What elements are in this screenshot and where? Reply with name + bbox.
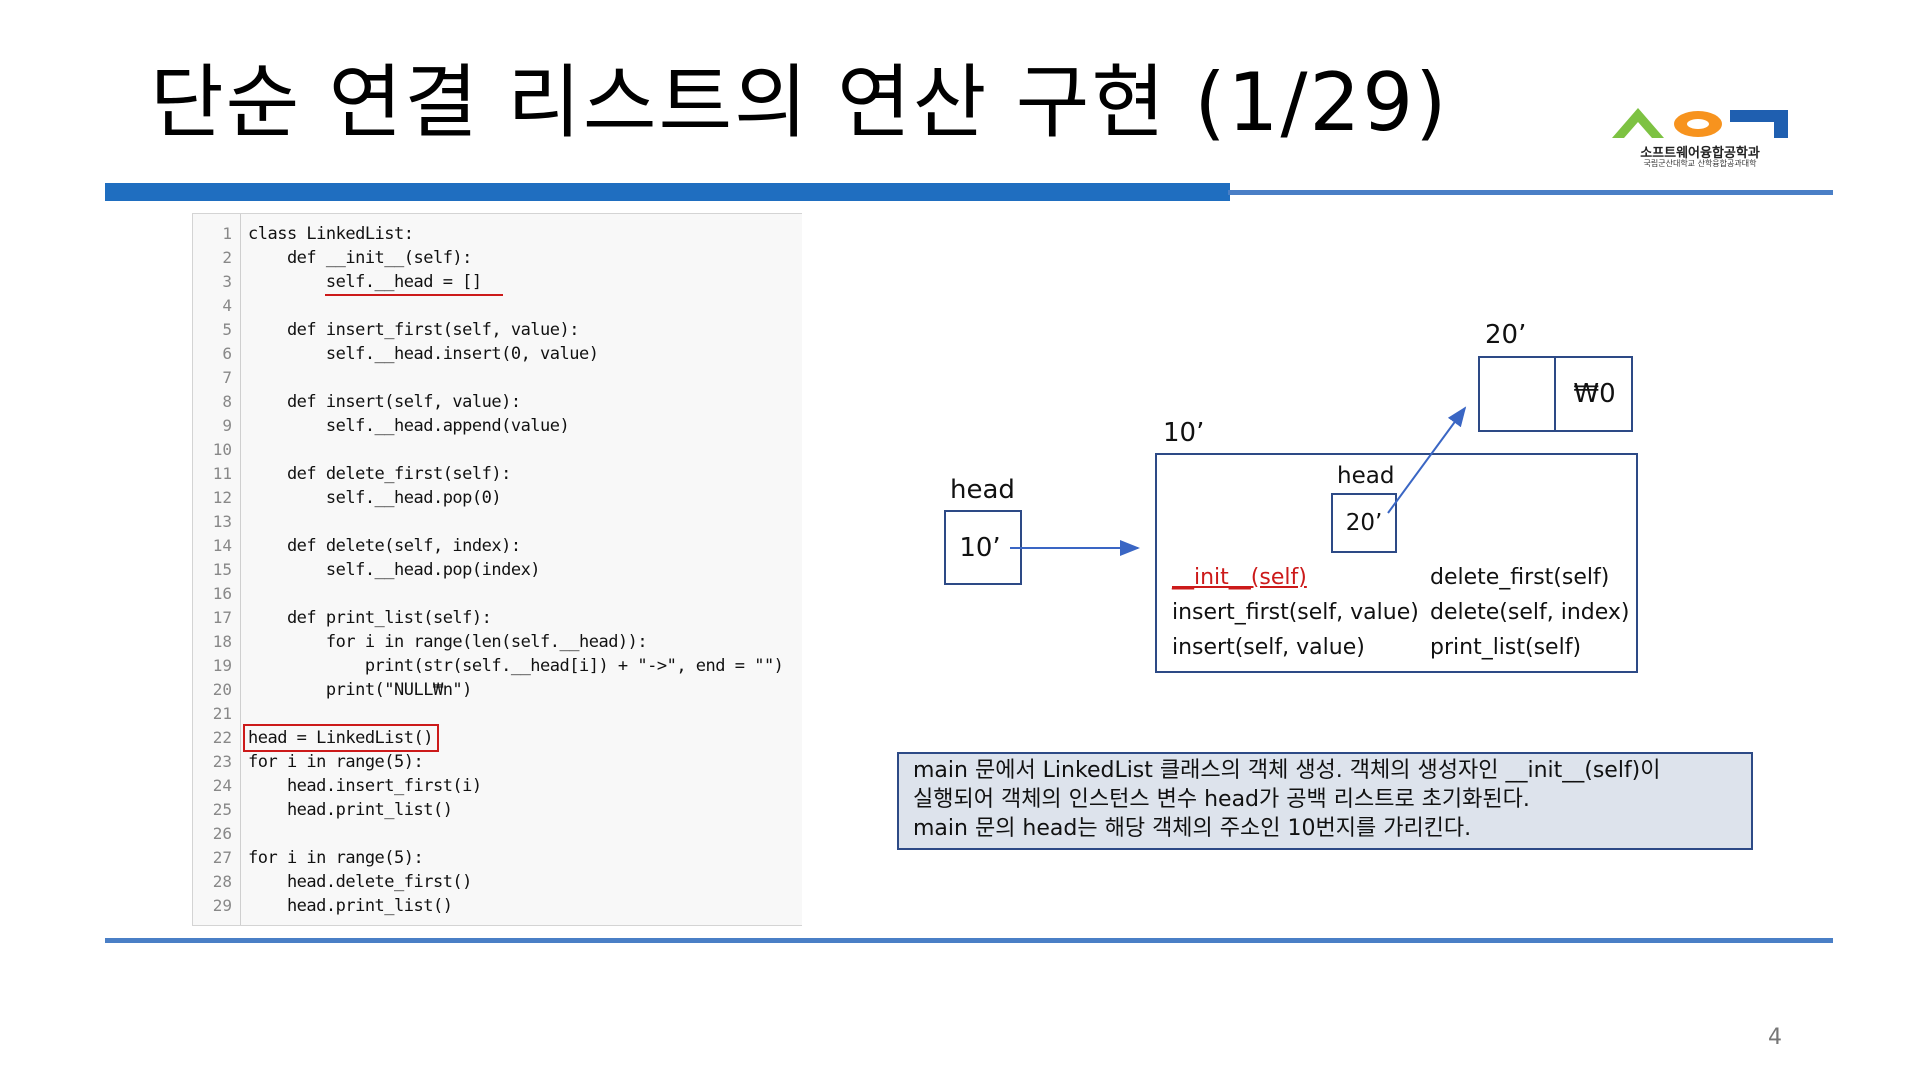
line-number: 1 <box>222 224 232 243</box>
head-pointer-value: 10’ <box>959 533 1001 563</box>
method-insert: insert(self, value) <box>1172 635 1365 660</box>
code-line: for i in range(len(self.__head)): <box>248 632 648 652</box>
code-line: head.delete_first() <box>248 872 472 892</box>
line-number: 3 <box>222 272 232 291</box>
line-number: 5 <box>222 320 232 339</box>
code-line: self.__head.pop(0) <box>248 488 502 508</box>
highlight-underline <box>325 294 503 296</box>
code-line-highlighted: head = LinkedList() <box>248 728 433 748</box>
code-line: self.__head.pop(index) <box>248 560 541 580</box>
line-number: 4 <box>222 296 232 315</box>
head-pointer-box <box>944 510 1022 585</box>
line-number: 18 <box>212 632 232 651</box>
line-number: 22 <box>212 728 232 747</box>
logo-university-name: 국립군산대학교 산학융합공과대학 <box>1643 159 1757 168</box>
line-number: 20 <box>212 680 232 699</box>
code-line: print(str(self.__head[i]) + "->", end = … <box>248 656 784 676</box>
list-cell-divider <box>1554 356 1556 432</box>
line-number: 8 <box>222 392 232 411</box>
code-line: head.insert_first(i) <box>248 776 482 796</box>
code-line: class LinkedList: <box>248 224 414 244</box>
line-number: 21 <box>212 704 232 723</box>
line-number: 12 <box>212 488 232 507</box>
line-number: 10 <box>212 440 232 459</box>
code-line: def insert(self, value): <box>248 392 521 412</box>
line-number: 15 <box>212 560 232 579</box>
code-line: print("NULL₩n") <box>248 680 473 700</box>
inner-head-box <box>1331 493 1397 553</box>
line-number: 14 <box>212 536 232 555</box>
title-rule-thick <box>105 183 1230 201</box>
slide-title: 단순 연결 리스트의 연산 구현 (1/29) <box>150 56 1449 149</box>
title-rule-thin <box>1228 190 1833 195</box>
code-line: self.__head.append(value) <box>248 416 570 436</box>
line-number: 9 <box>222 416 232 435</box>
line-number: 27 <box>212 848 232 867</box>
footer-rule <box>105 938 1833 943</box>
code-line: def delete_first(self): <box>248 464 511 484</box>
line-number: 7 <box>222 368 232 387</box>
line-number: 24 <box>212 776 232 795</box>
arrow-inner-head-to-list <box>1387 406 1467 514</box>
head-variable-label: head <box>950 475 1015 505</box>
inner-head-label: head <box>1337 463 1395 489</box>
line-number: 11 <box>212 464 232 483</box>
line-number: 23 <box>212 752 232 771</box>
linkedlist-object-box <box>1155 453 1638 673</box>
code-line: for i in range(5): <box>248 848 424 868</box>
list-cell-value: ₩0 <box>1573 379 1616 409</box>
code-line: head.print_list() <box>248 800 453 820</box>
code-line-highlighted: self.__head = [] <box>248 272 482 292</box>
line-number: 6 <box>222 344 232 363</box>
method-delete: delete(self, index) <box>1430 600 1630 625</box>
code-line: def print_list(self): <box>248 608 492 628</box>
line-number: 13 <box>212 512 232 531</box>
code-line: self.__head.insert(0, value) <box>248 344 599 364</box>
line-number: 19 <box>212 656 232 675</box>
note-line: main 문의 head는 해당 객체의 주소인 10번지를 가리킨다. <box>913 816 1472 841</box>
line-number: 26 <box>212 824 232 843</box>
highlight-box <box>243 724 439 752</box>
line-number-gutter: 1 2 3 4 5 6 7 8 9 10 11 12 13 14 15 16 1… <box>193 214 241 925</box>
explanation-note: main 문에서 LinkedList 클래스의 객체 생성. 객체의 생성자인… <box>897 752 1753 850</box>
logo-department-name: 소프트웨어융합공학과 <box>1640 146 1760 161</box>
line-number: 29 <box>212 896 232 915</box>
line-number: 16 <box>212 584 232 603</box>
code-line: for i in range(5): <box>248 752 424 772</box>
note-line: main 문에서 LinkedList 클래스의 객체 생성. 객체의 생성자인… <box>913 758 1661 783</box>
method-insert-first: insert_first(self, value) <box>1172 600 1419 625</box>
page-number: 4 <box>1768 1025 1782 1050</box>
logo-mark-icon <box>1612 108 1788 138</box>
line-number: 28 <box>212 872 232 891</box>
code-line: def insert_first(self, value): <box>248 320 580 340</box>
code-line: def delete(self, index): <box>248 536 521 556</box>
method-print-list: print_list(self) <box>1430 635 1582 660</box>
code-line: head.print_list() <box>248 896 453 916</box>
line-number: 2 <box>222 248 232 267</box>
method-delete-first: delete_first(self) <box>1430 565 1610 590</box>
inner-head-value: 20’ <box>1345 510 1383 536</box>
line-number: 17 <box>212 608 232 627</box>
code-line: def __init__(self): <box>248 248 472 268</box>
line-number: 25 <box>212 800 232 819</box>
method-init: __init__(self) <box>1172 565 1307 590</box>
object-address-label: 10’ <box>1163 418 1205 448</box>
list-address-label: 20’ <box>1485 320 1527 350</box>
department-logo: 소프트웨어융합공학과 국립군산대학교 산학융합공과대학 <box>1600 100 1800 170</box>
note-line: 실행되어 객체의 인스턴스 변수 head가 공백 리스트로 초기화된다. <box>913 787 1530 812</box>
code-listing: 1 2 3 4 5 6 7 8 9 10 11 12 13 14 15 16 1… <box>192 213 802 926</box>
